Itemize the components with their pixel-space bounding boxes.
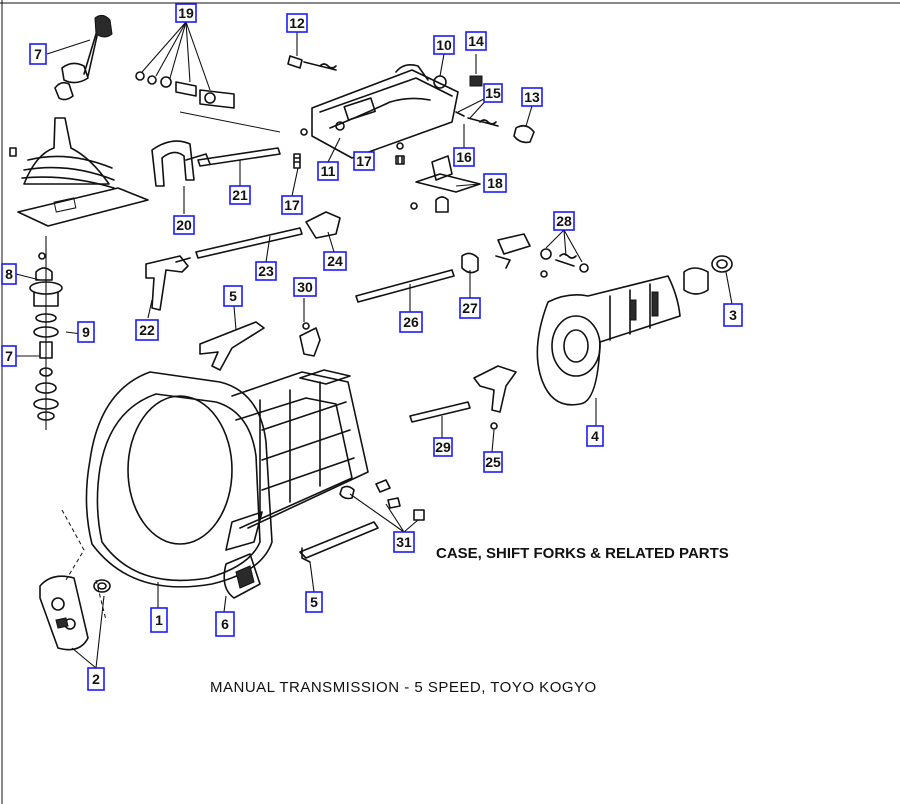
callout-14: 14 — [465, 31, 487, 51]
shift-rail-23 — [195, 227, 303, 263]
spring-17-lower — [291, 128, 308, 197]
diagram-title: MANUAL TRANSMISSION - 5 SPEED, TOYO KOGY… — [210, 679, 597, 696]
callout-19: 19 — [175, 3, 197, 23]
svg-text:23: 23 — [258, 263, 274, 279]
shift-rail-21 — [197, 147, 281, 186]
shift-rail-29 — [409, 401, 471, 438]
svg-text:18: 18 — [487, 175, 503, 191]
shift-fork-30 — [299, 298, 321, 357]
plug-14 — [469, 54, 483, 87]
extension-housing — [536, 255, 733, 426]
svg-text:31: 31 — [396, 534, 412, 550]
callout-9: 9 — [77, 321, 95, 343]
callout-31: 31 — [393, 531, 415, 553]
svg-text:25: 25 — [485, 454, 501, 470]
bolts-31 — [339, 479, 425, 533]
callout-17-lower: 17 — [281, 195, 303, 215]
svg-text:12: 12 — [289, 15, 305, 31]
shifter-mechanism-top — [135, 21, 281, 133]
section-caption: CASE, SHIFT FORKS & RELATED PARTS — [436, 545, 729, 562]
callout-7-mid: 7 — [1, 345, 17, 367]
callout-21: 21 — [229, 185, 251, 205]
svg-text:20: 20 — [176, 217, 192, 233]
callout-2: 2 — [87, 667, 105, 691]
svg-text:8: 8 — [5, 266, 13, 282]
svg-text:22: 22 — [139, 322, 155, 338]
svg-text:27: 27 — [462, 300, 478, 316]
callout-5-lower: 5 — [305, 591, 323, 613]
svg-text:13: 13 — [524, 89, 540, 105]
bolt-12 — [287, 32, 337, 71]
svg-text:3: 3 — [729, 307, 737, 323]
callout-30: 30 — [293, 277, 317, 297]
svg-text:4: 4 — [591, 428, 599, 444]
interlock-28 — [495, 229, 589, 278]
callout-13: 13 — [521, 87, 543, 107]
svg-text:21: 21 — [232, 187, 248, 203]
svg-text:29: 29 — [435, 439, 451, 455]
svg-text:2: 2 — [92, 671, 100, 687]
callout-24: 24 — [323, 251, 347, 271]
svg-text:7: 7 — [5, 348, 13, 364]
callout-20: 20 — [173, 215, 195, 235]
svg-text:1: 1 — [155, 612, 163, 628]
svg-text:7: 7 — [34, 46, 42, 62]
svg-text:11: 11 — [321, 163, 336, 179]
callout-10: 10 — [433, 35, 455, 55]
shift-fork-20 — [151, 140, 211, 214]
callout-17-upper: 17 — [353, 151, 375, 171]
callout-5-upper: 5 — [223, 285, 243, 307]
callout-29: 29 — [433, 437, 453, 457]
svg-text:15: 15 — [485, 85, 501, 101]
shift-rod-5-lower — [299, 521, 379, 593]
bearing-retainer-2 — [39, 575, 111, 669]
shift-boot — [9, 117, 149, 227]
svg-text:14: 14 — [468, 33, 484, 49]
shift-fork-22 — [145, 255, 191, 319]
callout-12: 12 — [286, 13, 308, 33]
callout-4: 4 — [586, 425, 604, 447]
callout-23: 23 — [255, 261, 277, 281]
callout-1: 1 — [150, 607, 168, 633]
svg-text:19: 19 — [178, 5, 194, 21]
transmission-top-cover — [311, 53, 459, 163]
callout-22: 22 — [135, 319, 159, 341]
svg-text:6: 6 — [221, 616, 229, 632]
callout-8: 8 — [1, 263, 17, 285]
svg-text:16: 16 — [456, 149, 472, 165]
shift-lever — [46, 14, 113, 101]
callout-16: 16 — [453, 147, 475, 167]
callout-26: 26 — [399, 311, 423, 333]
callout-11: 11 — [317, 161, 339, 181]
callout-15: 15 — [483, 83, 503, 103]
svg-text:24: 24 — [327, 253, 343, 269]
svg-text:9: 9 — [82, 324, 90, 340]
callout-3: 3 — [723, 303, 743, 327]
transmission-case — [61, 369, 369, 621]
shift-fork-24 — [305, 211, 341, 253]
svg-text:30: 30 — [297, 279, 313, 295]
shift-fork-25 — [473, 365, 517, 453]
callout-27: 27 — [459, 297, 481, 319]
svg-text:5: 5 — [229, 288, 237, 304]
callout-25: 25 — [483, 451, 503, 473]
callout-7-top: 7 — [29, 43, 47, 65]
callout-28: 28 — [553, 211, 575, 231]
shift-rail-stack — [15, 236, 83, 430]
shift-rail-26 — [355, 269, 455, 312]
callout-6: 6 — [215, 611, 235, 637]
shift-interlock-16-17-18 — [395, 124, 481, 213]
svg-text:10: 10 — [436, 37, 452, 53]
svg-text:17: 17 — [356, 153, 372, 169]
svg-text:26: 26 — [403, 314, 419, 330]
callout-18: 18 — [483, 173, 507, 193]
svg-text:28: 28 — [556, 213, 572, 229]
slider-27 — [461, 252, 479, 298]
shift-fork-5-upper — [199, 305, 265, 371]
svg-text:17: 17 — [284, 197, 300, 213]
svg-text:5: 5 — [310, 594, 318, 610]
